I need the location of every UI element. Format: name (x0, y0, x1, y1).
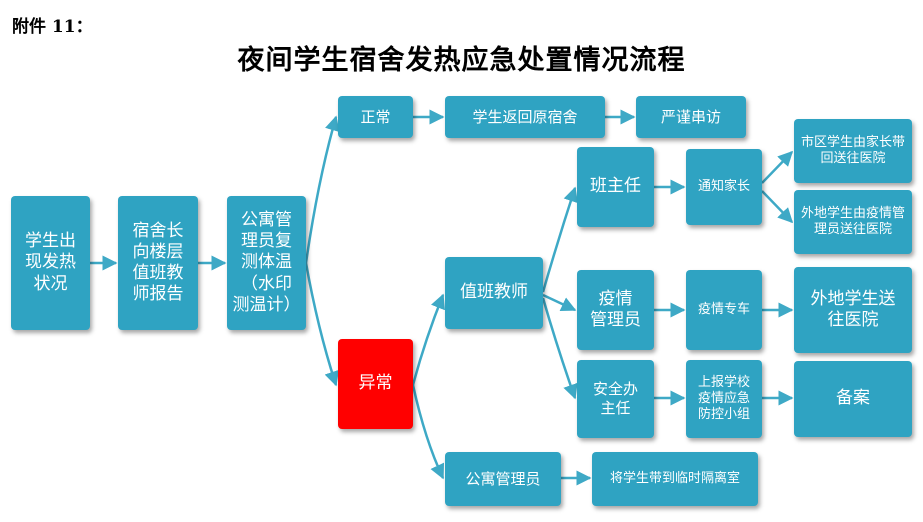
apartment-manager-node: 公寓管理员 (445, 452, 561, 506)
arrow-duty-to-safety (541, 297, 578, 400)
report-school-group-node: 上报学校 疫情应急 防控小组 (686, 360, 762, 438)
epidemic-car-node: 疫情专车 (686, 270, 762, 350)
attachment-label: 附件 11： (12, 17, 93, 37)
outside-hospital-node: 外地学生送 往医院 (794, 267, 912, 353)
arrow-remeasure-to-abnormal (304, 262, 339, 387)
safety-director-node: 安全办 主任 (577, 360, 654, 438)
arrow-notify-to-city (761, 150, 794, 184)
page-title: 夜间学生宿舍发热应急处置情况流程 (237, 45, 686, 76)
notify-parents-node: 通知家长 (686, 149, 762, 225)
arrow-abnormal-to-duty (411, 293, 445, 386)
arrow-notify-to-outside-staff (761, 190, 794, 224)
report-node: 宿舍长 向楼层 值班教 师报告 (118, 196, 198, 330)
temp-isolation-node: 将学生带到临时隔离室 (592, 452, 758, 506)
abnormal-node: 异常 (338, 339, 413, 429)
city-student-node: 市区学生由家长带 回送往医院 (794, 119, 912, 183)
no-visiting-node: 严谨串访 (636, 96, 746, 138)
arrow-duty-to-epidemic (542, 293, 577, 312)
duty-teacher-node: 值班教师 (445, 257, 543, 329)
epidemic-manager-node: 疫情 管理员 (577, 270, 654, 350)
class-teacher-node: 班主任 (577, 147, 654, 227)
normal-node: 正常 (338, 96, 413, 138)
outside-student-staff-node: 外地学生由疫情管 理员送往医院 (794, 190, 912, 254)
remeasure-node: 公寓管 理员复 测体温 （水印 测温计） (227, 196, 306, 330)
record-node: 备案 (794, 361, 912, 437)
arrow-abnormal-to-apartment (411, 384, 445, 480)
arrow-duty-to-class (541, 186, 578, 293)
arrow-remeasure-to-normal (304, 115, 340, 264)
return-dorm-node: 学生返回原宿舍 (445, 96, 605, 138)
start-node: 学生出 现发热 状况 (11, 196, 90, 330)
